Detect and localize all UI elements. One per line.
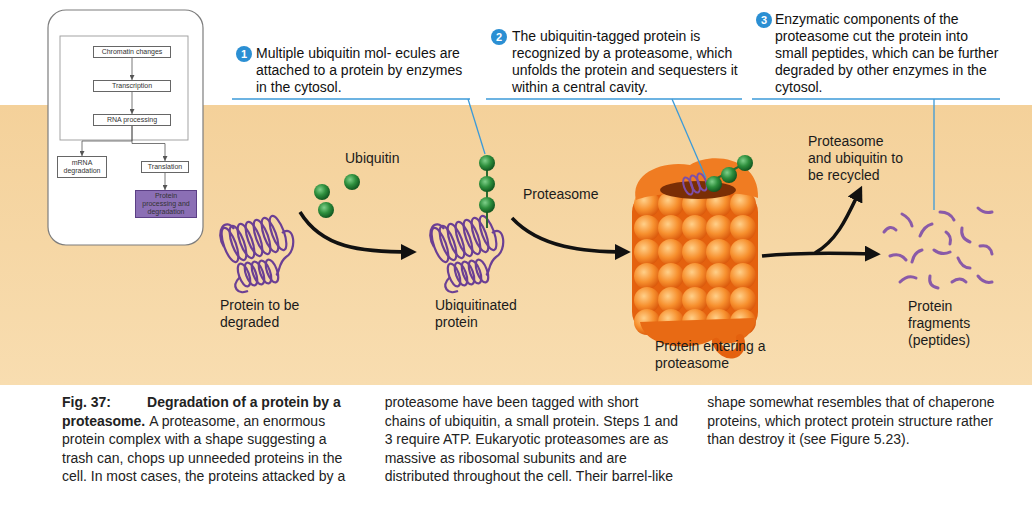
process-box: Translation [141,161,189,173]
box-text: Translation [148,163,182,171]
ubiquitin-ball [479,155,495,171]
callout-circle: 1 [236,46,252,62]
box-text: mRNA degradation [60,159,104,175]
process-box: Transcription [93,80,171,92]
callout-number: 1 [241,49,247,60]
box-text: Protein processing and degradation [138,192,194,216]
scene-label: Protein fragments (peptides) [908,298,988,349]
callout-text: Multiple ubiquitin mol- ecules are attac… [256,45,476,96]
callout-circle: 2 [491,29,507,45]
process-box: Chromatin changes [93,46,171,58]
scene-label: Proteasome [523,186,623,203]
callout-underline [752,98,1000,99]
callout-number: 2 [496,32,502,43]
process-box: mRNA degradation [57,156,107,178]
highlighted-box: Protein processing and degradation [135,190,197,218]
helix-loop [681,176,695,196]
ubiquitin-ball [721,167,737,183]
scene-label: Protein to be degraded [220,297,325,331]
callout-text: The ubiquitin-tagged protein is recogniz… [512,28,747,96]
leader-line [933,99,934,210]
figure-number: Fig. 37: [62,394,111,410]
proteasome-ring [634,263,756,289]
helix-loop [688,174,702,194]
callout-circle: 3 [756,12,772,28]
scene-label: Ubiquitin [345,150,425,167]
ubiquitin-ball [706,176,722,192]
flow-arrow [132,58,133,80]
proteasome-ring [634,239,756,265]
proteasome-ring [634,215,756,241]
callout-underline [486,98,742,99]
ubiquitin-ball [318,202,334,218]
ubiquitin-ball [479,197,495,213]
callout-text: Enzymatic components of the proteasome c… [775,11,1000,96]
scene-label: Protein entering a proteasome [655,338,785,372]
scene-label: Ubiquitinated protein [435,297,535,331]
callout-number: 3 [761,15,767,26]
ubiquitin-ball [314,184,330,200]
scene-label: Proteasome and ubiquitin to be recycled [808,133,908,184]
ubiquitin-ball [737,155,753,171]
scene-band: Proteasome and ubiquitin to be recycledU… [0,105,1032,385]
caption-block: Fig. 37:Degradation of a protein by a pr… [62,393,1002,486]
ubiquitin-ball [479,176,495,192]
box-text: Transcription [112,82,152,90]
ubiquitin-ball [344,174,360,190]
box-text: RNA processing [107,116,157,124]
callout-underline [232,98,470,99]
process-box: RNA processing [93,114,171,126]
box-text: Chromatin changes [102,48,163,56]
